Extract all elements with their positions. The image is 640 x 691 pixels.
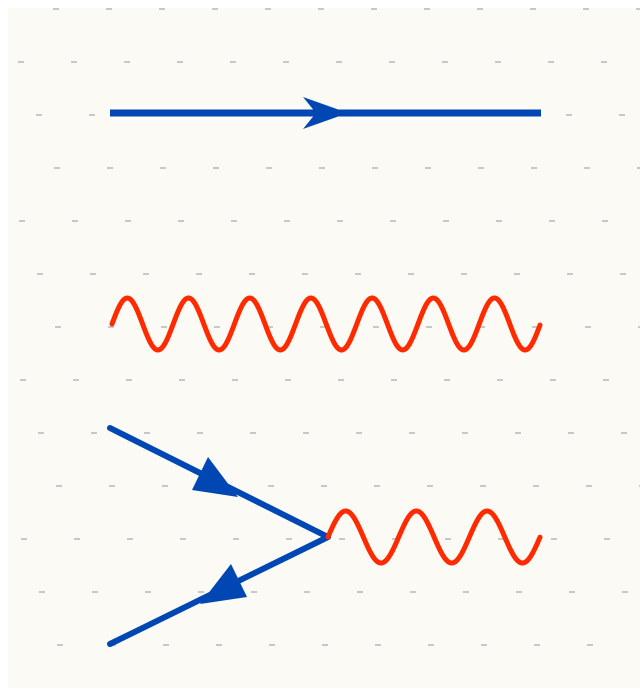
vertex-photon-wavy-line (325, 508, 543, 566)
photon-wavy-line (109, 295, 543, 353)
fermion-arrow-icon (303, 97, 348, 129)
photon-propagator (109, 295, 543, 353)
outgoing-antifermion-arrow-icon (200, 564, 247, 604)
incoming-fermion-arrow-icon (192, 457, 238, 497)
interaction-vertex (107, 425, 543, 647)
fermion-propagator (110, 97, 541, 129)
